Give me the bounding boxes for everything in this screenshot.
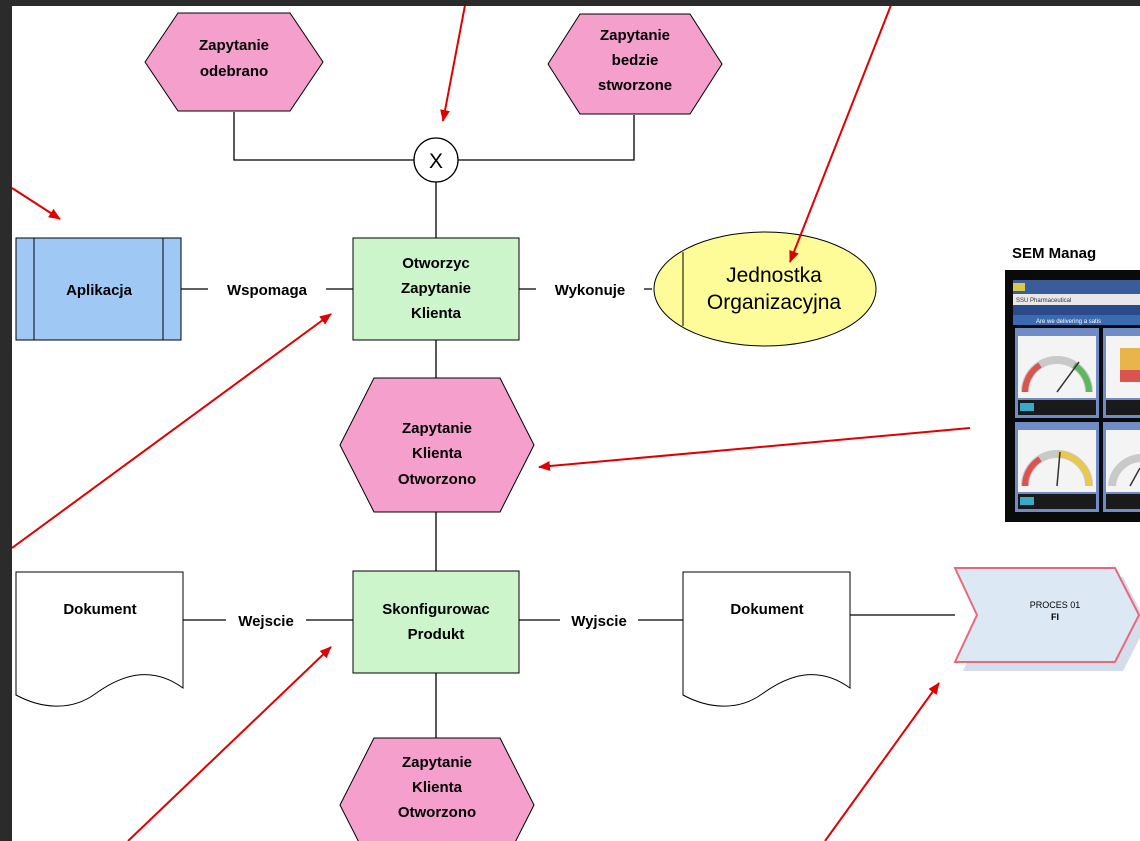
application-system[interactable]: Aplikacja <box>15 237 182 341</box>
event-label: Zapytanie <box>402 754 472 771</box>
xor-symbol: X <box>429 150 443 173</box>
event-label: Otworzono <box>398 471 476 488</box>
function-open-client-query[interactable]: Otworzyc Zapytanie Klienta <box>352 237 520 341</box>
annotation-arrow <box>12 187 61 220</box>
svg-text:Are we delivering a satis: Are we delivering a satis <box>1036 319 1101 325</box>
event-hexagon <box>339 737 535 841</box>
org-ellipse <box>653 231 877 347</box>
org-label: Organizacyjna <box>707 291 842 314</box>
annotation-arrow <box>824 682 940 841</box>
svg-text:SSU Pharmaceutical: SSU Pharmaceutical <box>1016 298 1071 304</box>
annotation-arrow <box>538 427 971 471</box>
organizational-unit[interactable]: Jednostka Organizacyjna <box>653 231 877 347</box>
function-box <box>352 570 520 674</box>
annotation-arrows <box>12 6 971 841</box>
line-event-topleft-to-xor <box>233 112 414 161</box>
event-client-query-opened-2[interactable]: Zapytanie Klienta Otworzono <box>339 737 535 841</box>
event-label: Zapytanie <box>199 37 269 54</box>
function-label: Klienta <box>411 305 462 322</box>
sem-panel-title: SEM Manag <box>1012 245 1096 262</box>
sem-panel-header <box>1013 294 1140 305</box>
event-query-will-be-created[interactable]: Zapytanie bedzie stworzone <box>547 13 723 115</box>
edge-label-supports: Wspomaga <box>208 279 326 299</box>
event-client-query-opened-1[interactable]: Zapytanie Klienta Otworzono <box>339 377 535 513</box>
sem-screenshot-panel: SEM Manag SSU Pharmaceutical Are we deli… <box>1005 245 1140 522</box>
event-label: Otworzono <box>398 804 476 821</box>
svg-text:Wspomaga: Wspomaga <box>227 282 308 299</box>
event-hexagon <box>547 13 723 115</box>
document-shape <box>15 571 184 707</box>
annotation-arrow <box>127 646 332 841</box>
edge-label-executes: Wykonuje <box>536 279 644 299</box>
event-label: bedzie <box>612 52 659 69</box>
process-label: FI <box>1051 612 1059 622</box>
line-event-topright-to-xor <box>458 115 635 161</box>
document-output[interactable]: Dokument <box>682 571 851 707</box>
xor-connector[interactable]: X <box>413 137 459 183</box>
function-label: Otworzyc <box>402 255 470 272</box>
event-label: Klienta <box>412 779 463 796</box>
function-label: Skonfigurowac <box>382 601 490 618</box>
svg-text:Wejscie: Wejscie <box>238 613 294 630</box>
annotation-arrow <box>12 313 332 549</box>
document-label: Dokument <box>63 601 136 618</box>
document-label: Dokument <box>730 601 803 618</box>
annotation-arrow <box>789 6 892 263</box>
function-box <box>352 237 520 341</box>
application-label: Aplikacja <box>66 282 133 299</box>
annotation-arrow <box>440 6 466 122</box>
epc-diagram: Zapytanie odebrano Zapytanie bedzie stwo… <box>12 6 1140 841</box>
process-interface[interactable]: PROCES 01 FI <box>953 567 1140 671</box>
process-label: PROCES 01 <box>1030 600 1081 610</box>
event-query-received[interactable]: Zapytanie odebrano <box>144 12 324 112</box>
event-hexagon <box>339 377 535 513</box>
document-input[interactable]: Dokument <box>15 571 184 707</box>
edge-label-input: Wejscie <box>226 610 306 630</box>
event-label: stworzone <box>598 77 672 94</box>
event-label: Klienta <box>412 445 463 462</box>
event-label: odebrano <box>200 63 268 80</box>
event-label: Zapytanie <box>600 27 670 44</box>
svg-text:Wykonuje: Wykonuje <box>555 282 626 299</box>
function-label: Produkt <box>408 626 465 643</box>
document-shape <box>682 571 851 707</box>
xor-circle <box>413 137 459 183</box>
event-hexagon <box>144 12 324 112</box>
event-label: Zapytanie <box>402 420 472 437</box>
application-box <box>15 237 182 341</box>
function-configure-product[interactable]: Skonfigurowac Produkt <box>352 570 520 674</box>
sem-panel-menubar <box>1013 280 1140 294</box>
org-label: Jednostka <box>726 264 822 287</box>
function-label: Zapytanie <box>401 280 471 297</box>
diagram-canvas: Zapytanie odebrano Zapytanie bedzie stwo… <box>12 6 1140 841</box>
process-shape <box>953 567 1140 663</box>
edge-label-output: Wyjscie <box>560 610 638 630</box>
svg-text:Wyjscie: Wyjscie <box>571 613 627 630</box>
